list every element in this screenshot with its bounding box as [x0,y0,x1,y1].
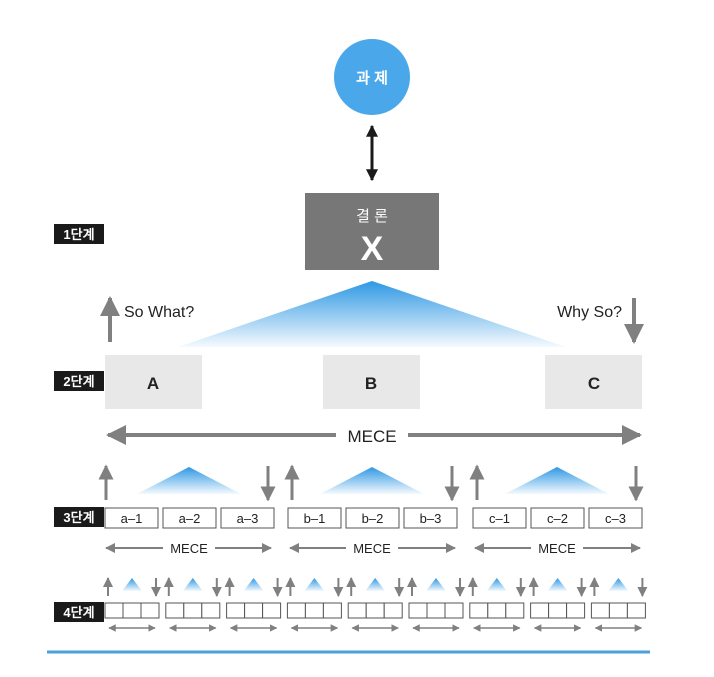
level4-triangle [122,578,142,591]
level3-group-a: a–1 a–2 a–3 MECE [98,464,276,556]
level4-cell [608,602,628,619]
level-tag-1-label: 1단계 [63,227,94,242]
level3-label-c2: c–2 [547,511,568,526]
level3-label-a3: a–3 [237,511,259,526]
level2-box-c [545,355,642,409]
level3-mece-label-c: MECE [538,541,576,556]
level4-triangle [243,578,264,591]
level3-box-a3 [220,507,275,529]
level4-cell [104,602,124,619]
level3-box-c2 [530,507,585,529]
level4-cell [322,602,342,619]
level4-cell [201,602,221,619]
level4-triangle [608,578,629,591]
level3-group-b: b–1 b–2 b–3 MECE [284,464,460,556]
level3-triangle-a [137,467,241,494]
level3-mece-label-a: MECE [170,541,208,556]
level2-label-a: A [147,374,159,393]
level3-box-b2 [345,507,400,529]
level3-label-b3: b–3 [420,511,442,526]
level4-cell [122,602,142,619]
issue-circle [334,39,410,115]
issue-label: 과 제 [356,70,388,87]
level-tag-3: 3단계 [54,507,104,527]
level3-group-c: c–1 c–2 c–3 MECE [469,464,644,556]
level3-label-b2: b–2 [362,511,384,526]
level3-label-a1: a–1 [121,511,143,526]
level4-cell [365,602,385,619]
level4-cell [590,602,610,619]
level3-box-a2 [162,507,217,529]
level4-cell [262,602,282,619]
level4-cell [469,602,489,619]
level2-box-a [105,355,202,409]
so-what-label: So What? [124,304,194,321]
level4-triangle [547,578,568,591]
level4-triangle [426,578,446,591]
level4-cell [566,602,586,619]
level4-cell [408,602,428,619]
level2-mece-label: MECE [347,427,396,446]
level4-cell [183,602,203,619]
level3-label-a2: a–2 [179,511,201,526]
level4-cell [140,602,160,619]
level4-triangle [304,578,325,591]
level4-cell [304,602,324,619]
level4-triangle [365,578,386,591]
level4-cell [426,602,446,619]
level1-triangle [178,281,566,347]
level4-triangle [182,578,203,591]
level4-cell [286,602,306,619]
level3-label-c3: c–3 [605,511,626,526]
level2-box-b [323,355,420,409]
level4-cell [347,602,367,619]
level3-triangle-c [505,467,609,494]
conclusion-letter: X [361,230,384,268]
level3-label-b1: b–1 [304,511,326,526]
level3-mece-label-b: MECE [353,541,391,556]
level3-box-c1 [472,507,527,529]
level4-cell [244,602,264,619]
level-tag-3-label: 3단계 [63,510,94,525]
level2-label-b: B [365,374,377,393]
level3-box-b3 [403,507,458,529]
conclusion-box [305,193,439,270]
level3-box-a1 [104,507,159,529]
level3-box-c3 [588,507,643,529]
level2-label-c: C [588,374,600,393]
level-tag-2: 2단계 [54,371,104,391]
level4-triangle [486,578,507,591]
level-tag-2-label: 2단계 [63,374,94,389]
level3-triangle-b [320,467,424,494]
level4-cell [487,602,507,619]
level4-cell [444,602,464,619]
level4-cell [626,602,646,619]
level4-cell [505,602,525,619]
level4-cell [165,602,185,619]
level-tag-1: 1단계 [54,224,104,244]
level4-cell [530,602,550,619]
level4-cell [226,602,246,619]
level3-label-c1: c–1 [489,511,510,526]
level4-cell [548,602,568,619]
level-tag-4-label: 4단계 [63,605,94,620]
why-so-label: Why So? [557,304,622,321]
level4-cell [383,602,403,619]
level3-box-b1 [287,507,342,529]
level-tag-4: 4단계 [54,602,104,622]
level4-row [103,577,648,632]
conclusion-title: 결 론 [356,208,388,225]
